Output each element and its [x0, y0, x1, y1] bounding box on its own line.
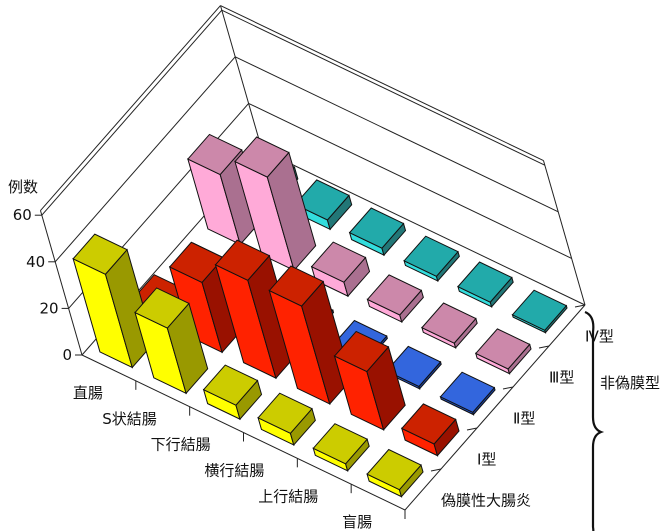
gridline-back	[234, 56, 559, 213]
series-tick	[574, 304, 586, 308]
gridline-back	[248, 102, 572, 259]
bar-top-face	[268, 265, 325, 307]
floor-back-edge	[261, 149, 586, 306]
bar-top-face	[457, 261, 513, 303]
category-label: 上行結腸	[258, 487, 318, 505]
bar-top-face	[403, 235, 459, 277]
bar-top-face	[511, 289, 568, 331]
series-tick	[538, 345, 550, 349]
bar	[214, 239, 299, 380]
bar	[457, 261, 514, 308]
back-wall-right-edge	[542, 160, 586, 306]
bar	[348, 207, 407, 257]
series-label: Ⅰ型	[477, 451, 496, 469]
series-label: Ⅱ型	[513, 410, 535, 428]
category-label: 横行結腸	[204, 461, 264, 479]
bar	[385, 345, 442, 390]
bar	[333, 330, 406, 431]
y-tick-label: 20	[40, 299, 59, 317]
bar	[234, 136, 317, 272]
bar-top-face	[257, 392, 313, 434]
bar	[202, 364, 263, 421]
series-tick	[466, 427, 478, 431]
gridline-left	[54, 56, 236, 263]
bar-top-face	[366, 274, 423, 316]
y-tick-label: 0	[62, 346, 72, 364]
bar-top-face	[333, 330, 390, 373]
series-tick	[502, 386, 514, 390]
bar	[474, 328, 532, 375]
bar-top-face	[294, 179, 350, 221]
bar	[366, 274, 424, 323]
bar-top-face	[187, 133, 243, 176]
category-label: S状結腸	[102, 410, 157, 428]
y-axis-line	[39, 210, 83, 356]
bar-top-face	[234, 136, 290, 178]
bar	[72, 233, 155, 369]
bar-top-face	[366, 448, 422, 491]
bar	[366, 448, 424, 498]
group-label: 非偽膜型	[600, 374, 660, 392]
bar-top-face	[439, 371, 496, 413]
series-label: Ⅲ型	[549, 369, 574, 387]
bar	[310, 241, 371, 298]
wall-corner-edge	[219, 5, 263, 151]
y-tick-label: 40	[26, 253, 45, 271]
bar	[403, 235, 460, 282]
bar	[168, 241, 245, 354]
bar-top-face	[202, 364, 259, 406]
bar	[511, 289, 568, 334]
y-axis-label: 例数	[8, 178, 38, 196]
category-label: 直腸	[73, 384, 103, 402]
category-label: 盲腸	[342, 513, 372, 531]
category-label: 下行結腸	[151, 436, 211, 454]
series-tick	[430, 468, 442, 472]
series-label: Ⅳ型	[585, 328, 614, 346]
floor-right-edge	[404, 304, 586, 511]
series-label: 偽膜性大腸炎	[441, 492, 531, 510]
bar	[134, 287, 209, 395]
bar-top-face	[400, 403, 457, 445]
bar-top-face	[312, 423, 369, 465]
bar-top-face	[72, 233, 128, 275]
bar-top-face	[421, 302, 477, 344]
bar-top-face	[385, 345, 442, 388]
gridline-back	[221, 9, 546, 166]
bar-top-face	[214, 239, 271, 281]
y-tick-label: 60	[13, 206, 32, 224]
bar-top-face	[134, 287, 190, 329]
bar-top-face	[310, 241, 367, 283]
bars	[72, 133, 568, 498]
bar-top-face	[348, 207, 405, 249]
bar	[268, 265, 352, 405]
bar-top-face	[474, 328, 531, 370]
back-wall-top-edge	[220, 5, 544, 161]
bar	[439, 371, 496, 416]
gridline-left	[41, 9, 223, 216]
bar	[421, 302, 478, 349]
bar	[312, 423, 370, 472]
bar	[187, 133, 263, 246]
bar	[257, 392, 316, 446]
left-wall-top-edge	[40, 5, 221, 211]
group-brace	[584, 310, 605, 531]
bar	[400, 403, 460, 457]
